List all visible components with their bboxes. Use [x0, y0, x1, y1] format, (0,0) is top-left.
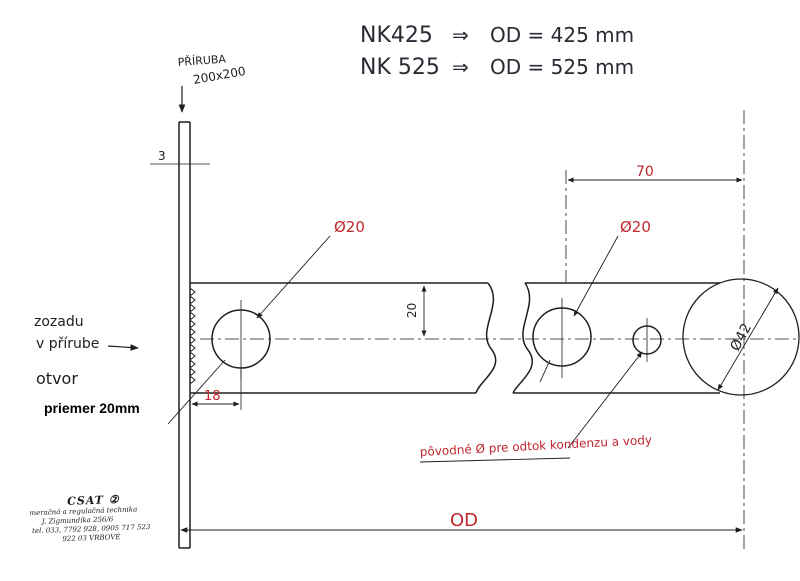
leader-hole-left: [256, 235, 331, 319]
circle-diameter: Ø42: [727, 321, 755, 354]
stamp-circle-mark: ②: [108, 493, 120, 507]
hole-right-diameter: Ø20: [620, 218, 651, 236]
drain-underline: [419, 457, 571, 463]
dim-20: 20: [405, 303, 419, 318]
leader-hole-left-ext: [167, 359, 226, 425]
tube-body: [190, 282, 720, 394]
flange-thickness: 3: [158, 149, 166, 163]
flange-plate: [178, 121, 196, 549]
drain-leader: [567, 351, 643, 449]
stamp-name: CSAT: [66, 493, 105, 508]
header-model-2: NK 525: [360, 55, 440, 80]
rear-note-line1: zozadu: [34, 314, 84, 330]
leader-hole-right: [573, 235, 619, 317]
header-model-1: NK425: [360, 23, 433, 48]
header-equation-2: OD = 525 mm: [490, 55, 634, 79]
header-arrow-1: ⇒: [452, 23, 469, 47]
company-stamp: CSAT ② meračná a regulačná technika J. Z…: [27, 492, 159, 562]
dim-70: 70: [636, 164, 654, 180]
priemer-label: priemer 20mm: [44, 400, 140, 416]
dim-42-line: [717, 287, 779, 391]
header-arrow-2: ⇒: [452, 55, 469, 79]
hole-crosshairs: [240, 298, 648, 380]
header-equation-1: OD = 425 mm: [490, 23, 634, 47]
rear-note-arrow: [107, 344, 139, 351]
header: NK425 ⇒ OD = 425 mm NK 525 ⇒ OD = 525 mm: [360, 23, 634, 80]
rear-note-line2: v přírube: [36, 336, 99, 352]
drain-note: pôvodné Ø pre odtok kondenzu a vody: [419, 433, 652, 459]
dim-18: 18: [204, 389, 221, 404]
flange-name: PŘÍRUBA: [177, 53, 227, 69]
hole-left-diameter: Ø20: [334, 218, 365, 236]
hole-note: otvor: [36, 369, 78, 388]
end-circle: [682, 278, 800, 396]
od-label: OD: [450, 510, 478, 531]
leader-hole-right-ext: [539, 359, 551, 383]
